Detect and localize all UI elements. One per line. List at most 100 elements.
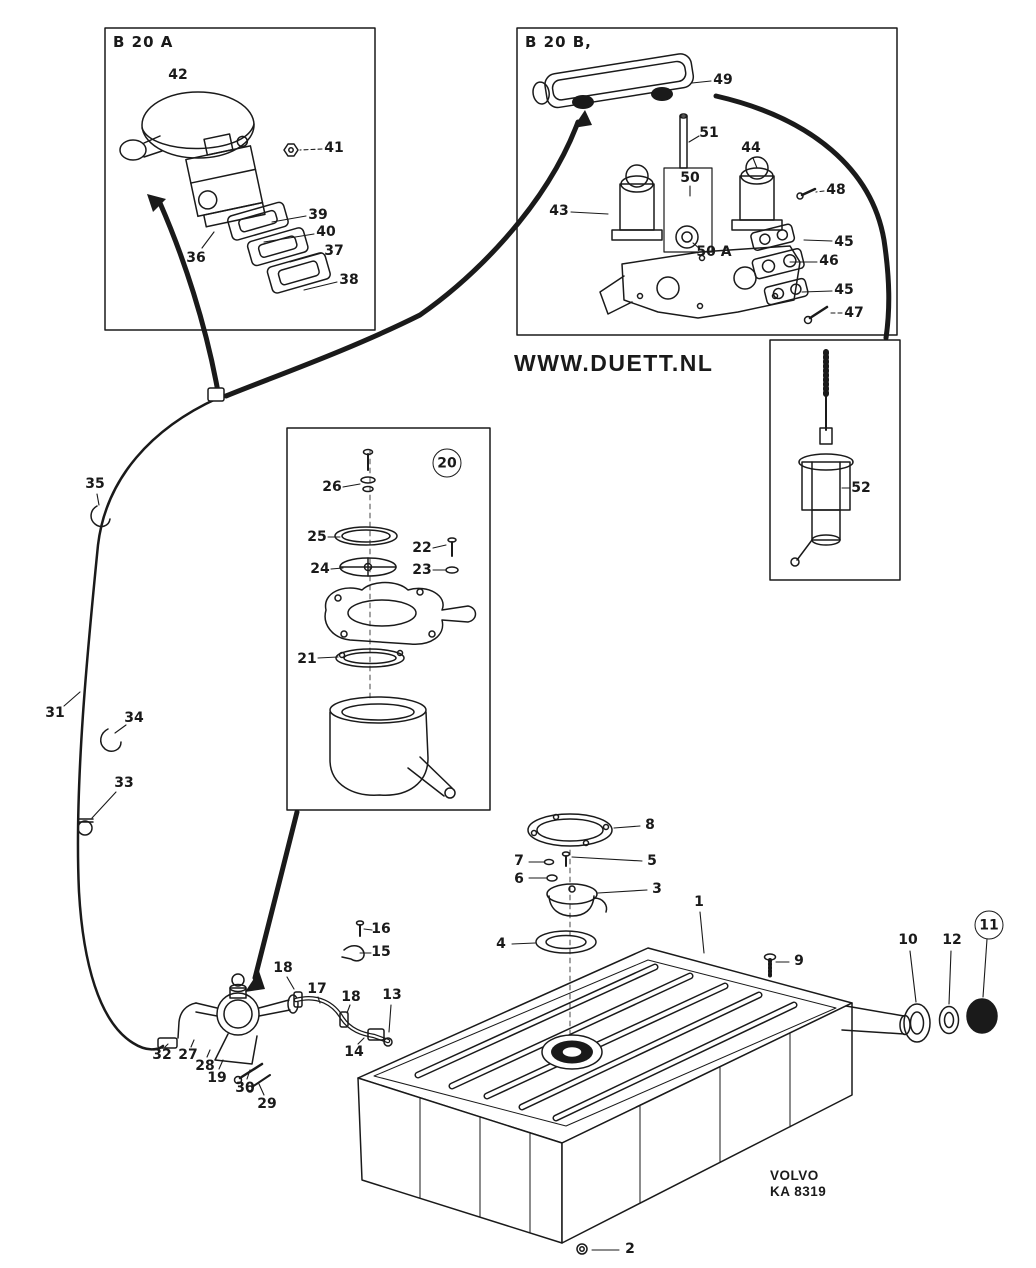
callout-18: 18 xyxy=(341,989,361,1005)
callout-30: 30 xyxy=(235,1080,255,1096)
callout-47: 47 xyxy=(844,305,864,321)
b20b-valve-cover-illustration xyxy=(532,53,695,109)
callout-44: 44 xyxy=(741,140,761,156)
b20b-bracket-illustration xyxy=(663,167,713,253)
leader-line-4 xyxy=(511,942,536,945)
callout-29: 29 xyxy=(257,1096,277,1112)
callout-21: 21 xyxy=(297,651,317,667)
leader-line-8 xyxy=(613,825,641,829)
pump-outlet-pipe-illustration xyxy=(293,920,393,1047)
leader-line-18 xyxy=(346,1004,351,1014)
fuel-sender-illustration xyxy=(790,349,854,567)
leader-line-48 xyxy=(815,190,825,193)
callout-50a: 50 A xyxy=(696,244,732,260)
leader-line-1 xyxy=(699,911,705,954)
watermark-text: WWW.DUETT.NL xyxy=(514,350,714,376)
leader-line-32 xyxy=(164,1043,169,1048)
leader-line-39 xyxy=(271,215,307,223)
leader-line-29 xyxy=(258,1083,265,1096)
callout-16: 16 xyxy=(371,921,391,937)
callout-23: 23 xyxy=(412,562,432,578)
panel-label-b20a: B 20 A xyxy=(113,33,174,51)
leader-line-51 xyxy=(688,135,700,143)
leader-line-27 xyxy=(190,1039,195,1048)
callout-28: 28 xyxy=(195,1058,215,1074)
callout-45: 45 xyxy=(834,234,854,250)
callout-39: 39 xyxy=(308,207,328,223)
callout-42: 42 xyxy=(168,67,188,83)
callout-43: 43 xyxy=(549,203,569,219)
brand-code: KA 8319 xyxy=(770,1184,827,1200)
callout-11: 11 xyxy=(974,910,1004,940)
leader-line-17 xyxy=(317,996,321,1004)
callout-52: 52 xyxy=(851,480,871,496)
filler-pipe-illustration xyxy=(841,998,998,1043)
callout-40: 40 xyxy=(316,224,336,240)
leader-line-13 xyxy=(388,1004,392,1033)
leader-line-33 xyxy=(91,791,117,819)
b20b-fuel-pipe-illustration xyxy=(679,113,688,169)
tank-fasteners-illustration xyxy=(576,953,777,1255)
callout-19: 19 xyxy=(207,1070,227,1086)
fuel-lines-illustration xyxy=(76,93,892,1051)
callout-13: 13 xyxy=(382,987,402,1003)
callout-24: 24 xyxy=(310,561,330,577)
callout-25: 25 xyxy=(307,529,327,545)
callout-31: 31 xyxy=(45,705,65,721)
leader-line-24 xyxy=(330,567,344,570)
fuel-tank-illustration xyxy=(357,947,853,1244)
leader-line-41 xyxy=(299,148,323,151)
callout-14: 14 xyxy=(344,1044,364,1060)
callout-48: 48 xyxy=(826,182,846,198)
leader-line-45 xyxy=(801,290,833,293)
leader-line-5 xyxy=(571,856,643,862)
leader-line-30 xyxy=(246,1069,251,1080)
callout-46: 46 xyxy=(819,253,839,269)
leader-line-45 xyxy=(803,239,833,242)
callout-26: 26 xyxy=(322,479,342,495)
leader-line-12 xyxy=(948,950,952,1005)
b20a-carburetor-illustration xyxy=(185,133,266,228)
b20a-gaskets-illustration xyxy=(227,201,331,294)
callout-15: 15 xyxy=(371,944,391,960)
callout-5: 5 xyxy=(647,853,657,869)
callout-18: 18 xyxy=(273,960,293,976)
leader-line-28 xyxy=(206,1049,211,1058)
leader-line-37 xyxy=(289,252,323,263)
leader-line-3 xyxy=(597,889,648,894)
brand-block: VOLVO KA 8319 xyxy=(770,1168,826,1200)
leader-line-40 xyxy=(263,233,315,243)
callout-35: 35 xyxy=(85,476,105,492)
callout-20: 20 xyxy=(432,448,462,478)
panel-label-b20b: B 20 B, xyxy=(525,33,592,51)
callout-2: 2 xyxy=(625,1241,635,1257)
callout-7: 7 xyxy=(514,853,524,869)
leader-line-44 xyxy=(752,157,758,169)
fuel-pump-illustration xyxy=(157,973,299,1093)
leader-line-16 xyxy=(363,928,373,931)
leader-line-31 xyxy=(63,691,81,707)
callout-51: 51 xyxy=(699,125,719,141)
leader-line-43 xyxy=(570,211,609,215)
leader-line-14 xyxy=(357,1037,365,1045)
callout-49: 49 xyxy=(713,72,733,88)
b20b-intake-port-left-icon xyxy=(572,95,594,109)
leader-line-26 xyxy=(342,483,361,488)
callout-12: 12 xyxy=(942,932,962,948)
leader-line-21 xyxy=(317,656,339,659)
callout-6: 6 xyxy=(514,871,524,887)
leader-lines xyxy=(63,80,988,1251)
leader-line-18 xyxy=(286,976,295,990)
callout-32: 32 xyxy=(152,1047,172,1063)
callout-8: 8 xyxy=(645,817,655,833)
b20a-air-cleaner-illustration xyxy=(119,91,255,161)
b20b-screws-illustration xyxy=(796,187,829,325)
callout-45: 45 xyxy=(834,282,854,298)
leader-line-50a xyxy=(692,242,701,250)
callout-50: 50 xyxy=(680,170,700,186)
callout-38: 38 xyxy=(339,272,359,288)
callout-36: 36 xyxy=(186,250,206,266)
callout-27: 27 xyxy=(178,1047,198,1063)
